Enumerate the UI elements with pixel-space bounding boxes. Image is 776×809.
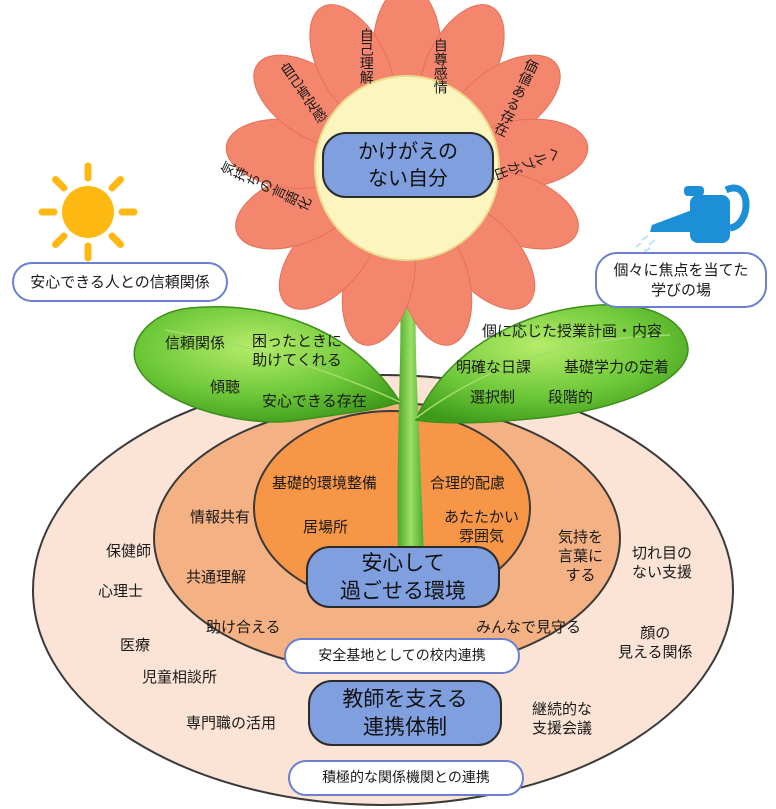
leaf-helps: 困ったときに 助けてくれる — [252, 332, 342, 370]
stem — [397, 290, 424, 560]
outer-title-line1: 教師を支える — [342, 686, 468, 711]
outer-medical: 医療 — [120, 636, 151, 654]
inner-warm-line1: あたたかい — [444, 508, 520, 526]
outer-psych: 心理士 — [98, 582, 144, 600]
leaf-listen: 傾聴 — [210, 378, 241, 396]
outer-faces: 顔の 見える関係 — [618, 624, 693, 662]
inner-env: 基礎的環境整備 — [272, 474, 378, 492]
sun-ray — [108, 175, 125, 192]
inner-accommodation: 合理的配慮 — [430, 474, 506, 492]
teacher-support-label: 教師を支える 連携体制 — [308, 680, 502, 746]
focused-learning-callout: 個々に焦点を当てた 学びの場 — [595, 252, 767, 308]
middle-feelings-line3: する — [565, 565, 596, 584]
agency-cooperation-text: 積極的な関係機関との連携 — [322, 769, 490, 786]
outer-seamless-line1: 切れ目の — [632, 544, 693, 562]
outer-faces-line2: 見える関係 — [618, 642, 693, 661]
irreplaceable-self-label: かけがえの ない自分 — [322, 132, 494, 198]
outer-title-line2: 連携体制 — [363, 715, 447, 739]
inner-title-line1: 安心して — [361, 550, 445, 575]
outer-nurse: 保健師 — [106, 542, 152, 560]
leaf-helps-line2: 助けてくれる — [252, 350, 342, 369]
leaf-plan: 個に応じた授業計画・内容 — [482, 322, 663, 340]
middle-feelings-line1: 気持を — [558, 528, 604, 546]
outer-meeting: 継続的な 支援会議 — [532, 700, 592, 738]
middle-info: 情報共有 — [190, 508, 251, 526]
right-leaf — [414, 303, 689, 424]
inner-place: 居場所 — [303, 518, 349, 536]
safe-environment-label: 安心して 過ごせる環境 — [306, 546, 500, 608]
center-line2: ない自分 — [368, 166, 448, 190]
inner-title-line2: 過ごせる環境 — [340, 579, 466, 603]
school-cooperation-text: 安全基地としての校内連携 — [318, 647, 486, 664]
middle-watch: みんなで見守る — [476, 618, 582, 636]
middle-understanding: 共通理解 — [186, 568, 247, 586]
leaf-helps-line1: 困ったときに — [252, 332, 343, 350]
leaf-steps: 段階的 — [548, 388, 594, 406]
outer-faces-line1: 顔の — [640, 624, 671, 642]
trust-relationship-text: 安心できる人との信頼関係 — [30, 272, 210, 291]
outer-seamless: 切れ目の ない支援 — [632, 544, 692, 582]
outer-seamless-line2: ない支援 — [632, 562, 693, 581]
sun-ray — [108, 232, 125, 249]
leaf-basics: 基礎学力の定着 — [564, 358, 670, 376]
trust-relationship-callout: 安心できる人との信頼関係 — [12, 262, 228, 302]
leaf-choice: 選択制 — [470, 388, 516, 406]
center-line1: かけがえの — [358, 139, 458, 163]
focused-learning-line2: 学びの場 — [650, 281, 711, 299]
sun-ray — [51, 175, 68, 192]
focused-learning-line1: 個々に焦点を当てた — [613, 260, 749, 279]
inner-warm-line2: 雰囲気 — [459, 526, 505, 545]
left-leaf — [133, 306, 402, 423]
middle-feelings: 気持を 言葉に する — [558, 528, 603, 584]
outer-meeting-line1: 継続的な — [532, 700, 593, 718]
outer-meeting-line2: 支援会議 — [532, 718, 593, 737]
petal-self-understanding: 自己理解 — [357, 28, 374, 84]
outer-child-center: 児童相談所 — [142, 668, 218, 686]
school-cooperation-label: 安全基地としての校内連携 — [284, 638, 520, 674]
sun-icon — [38, 162, 138, 262]
petal-self-esteem: 自尊感情 — [431, 38, 448, 94]
leaf-secure: 安心できる存在 — [262, 392, 367, 410]
inner-warm: あたたかい 雰囲気 — [444, 508, 519, 546]
middle-feelings-line2: 言葉に — [558, 546, 604, 565]
middle-help: 助け合える — [206, 618, 281, 636]
leaf-trust: 信頼関係 — [165, 334, 226, 352]
watering-can-icon — [635, 184, 750, 253]
agency-cooperation-label: 積極的な関係機関との連携 — [288, 760, 524, 796]
sun-ray — [51, 232, 68, 249]
outer-specialists: 専門職の活用 — [186, 714, 277, 732]
leaf-schedule: 明確な日課 — [456, 358, 532, 376]
